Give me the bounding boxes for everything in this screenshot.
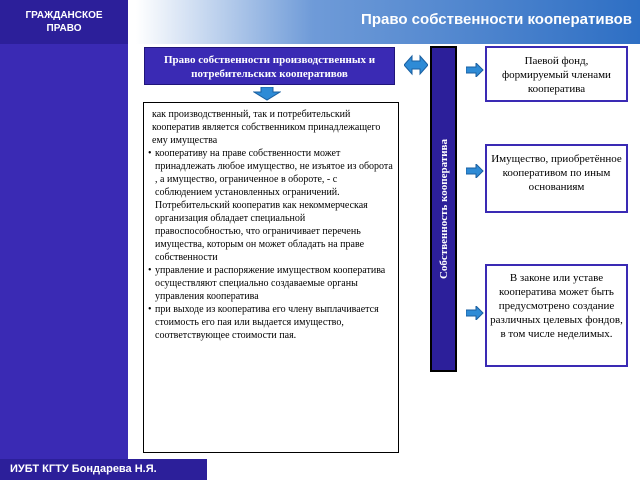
- intro-paragraph: как производственный, так и потребительс…: [152, 109, 381, 146]
- acquired-property-box: Имущество, приобретённое кооперативом по…: [485, 144, 628, 213]
- share-fund-box: Паевой фонд, формируемый членами коопера…: [485, 46, 628, 102]
- cooperative-property-bar: Собственность кооператива: [430, 46, 457, 372]
- right-arrow-icon: [466, 306, 484, 320]
- bullet-item: управление и распоряжение имуществом коо…: [148, 264, 394, 303]
- brand-label: ГРАЖДАНСКОЕ ПРАВО: [0, 0, 128, 44]
- page-title: Право собственности кооперативов: [361, 11, 632, 28]
- brand-line-2: ПРАВО: [46, 23, 82, 34]
- description-text-box: как производственный, так и потребительс…: [143, 102, 399, 453]
- right-arrow-icon: [466, 63, 484, 77]
- top-concept-box: Право собственности производственных и п…: [144, 47, 395, 85]
- bullet-item: кооперативу на праве собственности может…: [148, 147, 394, 264]
- right-arrow-icon: [466, 164, 484, 178]
- down-arrow-icon: [253, 87, 281, 101]
- center-bar-label: Собственность кооператива: [437, 138, 450, 280]
- bullet-item: при выходе из кооператива его члену выпл…: [148, 303, 394, 342]
- brand-line-1: ГРАЖДАНСКОЕ: [25, 10, 103, 21]
- double-arrow-icon: [404, 54, 428, 76]
- target-funds-box: В законе или уставе кооператива может бы…: [485, 264, 628, 367]
- header-banner: Право собственности кооперативов: [136, 0, 640, 44]
- left-sidebar: [0, 0, 128, 480]
- footer-label: ИУБТ КГТУ Бондарева Н.Я.: [0, 459, 207, 480]
